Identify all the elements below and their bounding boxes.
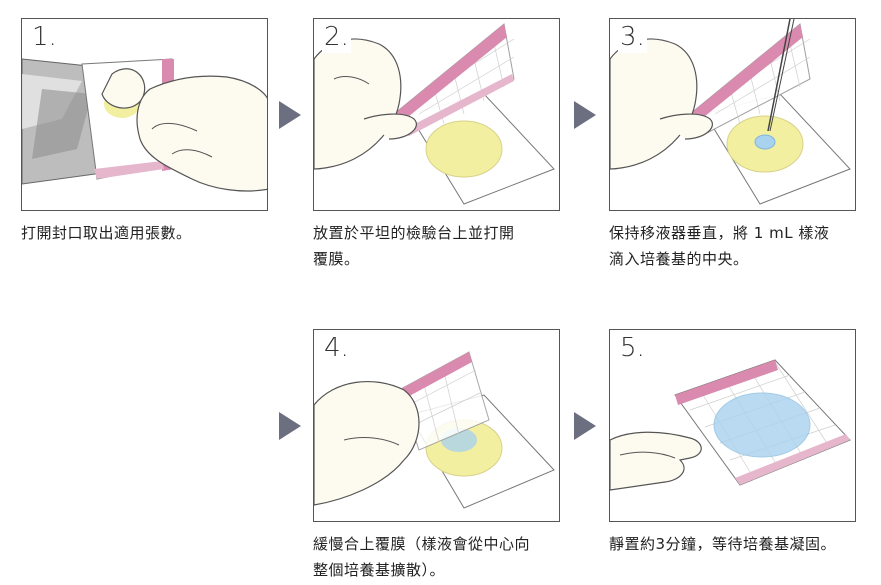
step-1-caption: 打開封口取出適用張數。: [21, 220, 192, 246]
step-number: 1.: [30, 21, 59, 53]
step-3-panel: 3.: [609, 18, 856, 211]
step-5-caption: 靜置約3分鐘，等待培養基凝固。: [609, 531, 836, 557]
next-arrow-icon: [574, 412, 596, 440]
step-number: 4.: [322, 332, 351, 364]
caption-line: 滴入培養基的中央。: [609, 250, 749, 268]
next-arrow-icon: [279, 412, 301, 440]
step-2-panel: 2.: [313, 18, 560, 211]
step-number: 3.: [618, 21, 647, 53]
caption-line: 緩慢合上覆膜（樣液會從中心向: [313, 535, 531, 553]
caption-line: 覆膜。: [313, 250, 360, 268]
step-5-panel: 5.: [609, 329, 856, 522]
step-3-caption: 保持移液器垂直，將 1 mL 樣液 滴入培養基的中央。: [609, 220, 829, 272]
step-number: 5.: [618, 332, 647, 364]
caption-line: 放置於平坦的檢驗台上並打開: [313, 224, 515, 242]
next-arrow-icon: [279, 101, 301, 129]
caption-line: 靜置約3分鐘，等待培養基凝固。: [609, 535, 837, 553]
step-2-caption: 放置於平坦的檢驗台上並打開 覆膜。: [313, 220, 515, 272]
caption-line: 打開封口取出適用張數。: [21, 224, 192, 242]
step-1-panel: 1.: [21, 18, 268, 211]
step-number: 2.: [322, 21, 351, 53]
caption-line: 整個培養基擴散）。: [313, 561, 446, 579]
close-film-illustration: [314, 351, 555, 509]
caption-line: 保持移液器垂直，將 1 mL 樣液: [609, 224, 830, 242]
lift-film-illustration: [314, 23, 555, 205]
step-4-panel: 4.: [313, 329, 560, 522]
add-sample-illustration: [610, 19, 851, 205]
next-arrow-icon: [574, 101, 596, 129]
step-4-caption: 緩慢合上覆膜（樣液會從中心向 整個培養基擴散）。: [313, 531, 530, 583]
open-pack-illustration: [22, 58, 267, 192]
set-medium-illustration: [610, 359, 851, 491]
